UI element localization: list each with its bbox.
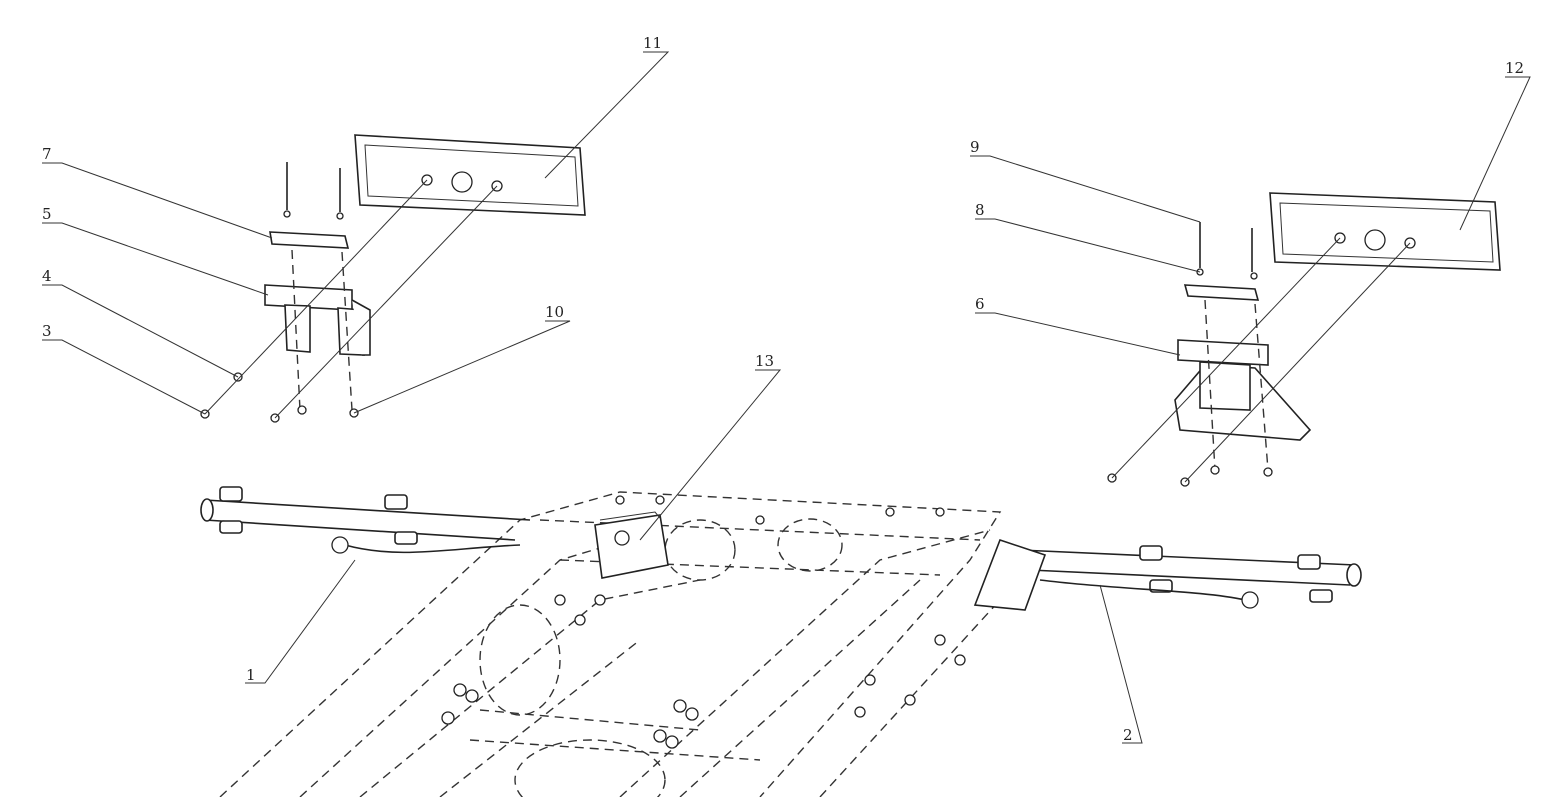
callout-4: 4 bbox=[42, 267, 239, 378]
chassis-frame bbox=[219, 491, 1002, 797]
svg-text:13: 13 bbox=[755, 352, 774, 370]
junction-box bbox=[594, 511, 669, 579]
callout-5: 5 bbox=[42, 205, 269, 296]
callout-13: 13 bbox=[639, 352, 782, 541]
callout-6: 6 bbox=[975, 295, 1181, 356]
right-tail-lamp-assembly bbox=[1107, 192, 1501, 487]
left-tail-lamp-assembly bbox=[200, 134, 586, 423]
callout-1: 1 bbox=[245, 559, 356, 684]
callout-2: 2 bbox=[1099, 584, 1143, 744]
callout-11: 11 bbox=[544, 34, 670, 179]
svg-text:12: 12 bbox=[1505, 59, 1524, 77]
svg-text:6: 6 bbox=[975, 295, 985, 313]
svg-text:2: 2 bbox=[1123, 726, 1133, 744]
svg-text:7: 7 bbox=[42, 145, 52, 163]
left-light-harness bbox=[200, 486, 531, 554]
svg-text:5: 5 bbox=[42, 205, 52, 223]
svg-text:3: 3 bbox=[42, 322, 52, 340]
callout-12: 12 bbox=[1459, 59, 1531, 231]
svg-text:9: 9 bbox=[970, 138, 980, 156]
svg-text:11: 11 bbox=[643, 34, 662, 52]
callout-8: 8 bbox=[975, 201, 1201, 273]
callouts: 1 2 3 4 5 6 7 bbox=[42, 34, 1531, 744]
svg-text:8: 8 bbox=[975, 201, 985, 219]
right-light-harness bbox=[973, 538, 1362, 611]
callout-9: 9 bbox=[970, 138, 1201, 223]
callout-7: 7 bbox=[42, 145, 273, 239]
svg-text:10: 10 bbox=[545, 303, 564, 321]
svg-text:4: 4 bbox=[42, 267, 52, 285]
callout-10: 10 bbox=[353, 303, 571, 414]
svg-text:1: 1 bbox=[246, 666, 256, 684]
callout-3: 3 bbox=[42, 322, 206, 415]
